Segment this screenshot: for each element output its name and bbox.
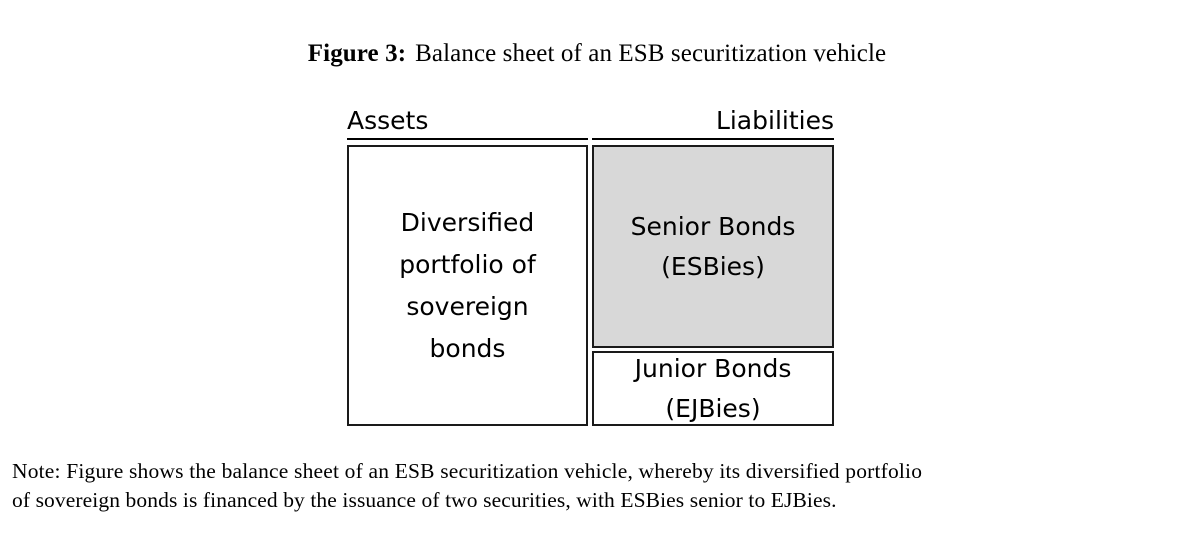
- senior-bonds-label-line-2: (ESBies): [661, 251, 765, 281]
- figure-note-line-2: of sovereign bonds is financed by the is…: [12, 488, 837, 512]
- junior-bonds-label: Junior Bonds (EJBies): [629, 349, 798, 429]
- senior-bonds-box: Senior Bonds (ESBies): [592, 145, 834, 348]
- figure-title: Figure 3: Balance sheet of an ESB securit…: [0, 38, 1194, 70]
- junior-bonds-box: Junior Bonds (EJBies): [592, 351, 834, 426]
- assets-label-line-3: sovereign: [406, 291, 529, 321]
- junior-bonds-label-line-2: (EJBies): [665, 393, 761, 423]
- assets-label-line-4: bonds: [429, 333, 506, 363]
- balance-sheet-diagram: Assets Liabilities Diversified portfolio…: [347, 106, 834, 428]
- liabilities-column-header: Liabilities: [592, 106, 834, 140]
- assets-column-header: Assets: [347, 106, 588, 140]
- assets-box: Diversified portfolio of sovereign bonds: [347, 145, 588, 426]
- figure-note-line-1: Note: Figure shows the balance sheet of …: [12, 459, 923, 483]
- senior-bonds-label-line-1: Senior Bonds: [630, 211, 796, 241]
- junior-bonds-label-line-1: Junior Bonds: [634, 353, 792, 383]
- figure-number-label: Figure 3:: [307, 40, 407, 67]
- assets-label-line-1: Diversified: [400, 207, 535, 237]
- figure-note: Note: Figure shows the balance sheet of …: [12, 457, 1182, 515]
- assets-label-line-2: portfolio of: [399, 249, 536, 279]
- figure-caption-text: Balance sheet of an ESB securitization v…: [415, 40, 887, 67]
- assets-box-label: Diversified portfolio of sovereign bonds: [393, 202, 542, 370]
- senior-bonds-label: Senior Bonds (ESBies): [625, 207, 802, 287]
